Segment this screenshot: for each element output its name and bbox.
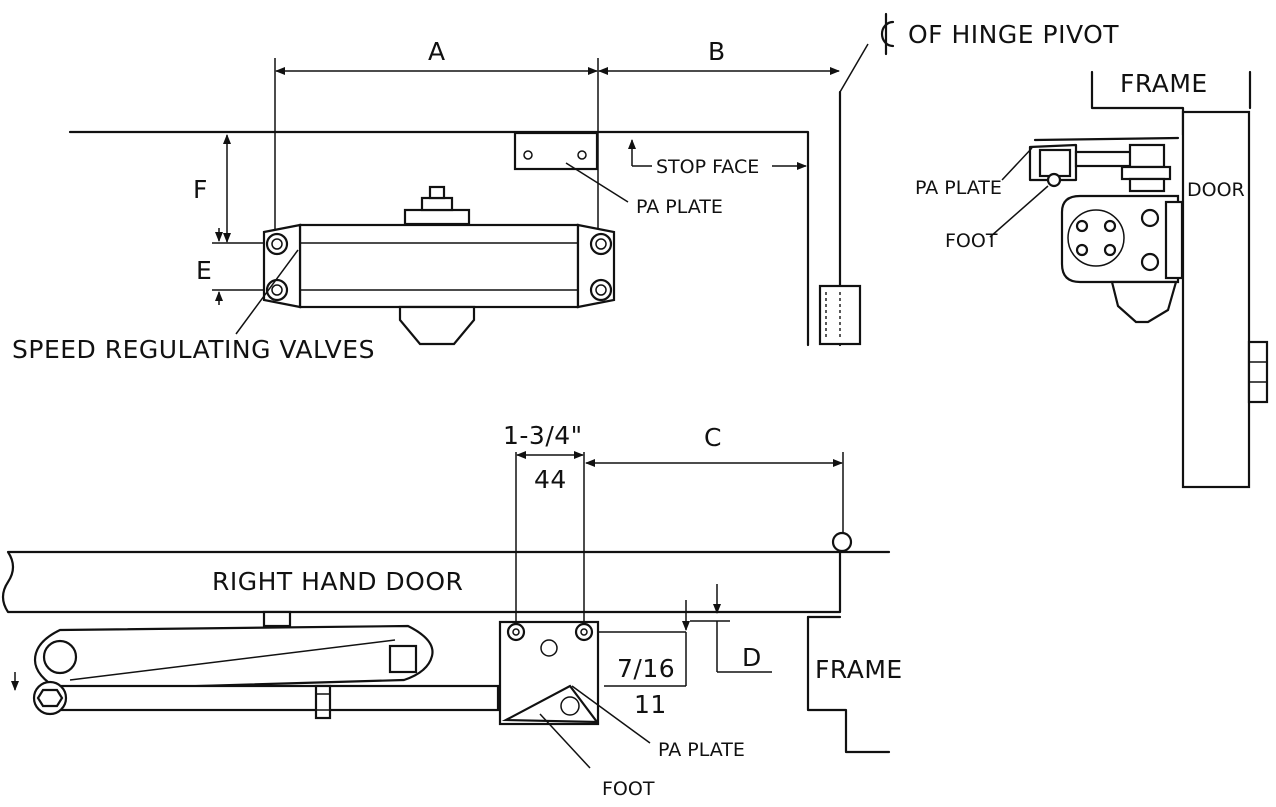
bottom-pa-plate-label: PA PLATE [658,739,745,761]
dim-mm-label: 44 [534,465,567,494]
dim-f-label: F [193,175,208,204]
door-label: RIGHT HAND DOOR [212,567,463,596]
side-view: FRAME DOOR PA PLATE FOOT [915,69,1269,489]
closer-body-top [262,185,616,346]
dim-inch-label: 1-3/4" [503,421,583,450]
top-pa-plate-label: PA PLATE [636,196,723,218]
bottom-door-slab [1,546,891,614]
top-view: A B OF HINGE PIVOT PA PLATE STOP FACE F … [12,12,1119,364]
side-foot-label: FOOT [945,230,998,252]
dim-c-label: C [704,423,722,452]
hinge-pivot-label: OF HINGE PIVOT [908,20,1119,49]
closer-arm-assembly [11,610,500,720]
dim-a-label: A [428,37,446,66]
bottom-hinge-pivot [831,531,853,553]
bottom-pa-plate-leader [571,685,651,744]
dim-b-label: B [708,37,726,66]
speed-valves-leader [235,249,299,335]
bottom-foot [501,684,600,724]
pa-plate-leader [565,162,629,203]
side-pa-plate [1028,136,1180,182]
dim-e-label: E [196,256,212,285]
bottom-frame-label: FRAME [815,655,903,684]
bottom-frame-outline [806,615,891,754]
top-frame-outline [68,130,810,347]
bottom-view: 1-3/4" 44 C RIGHT HAND DOOR FRAME D 7/16… [1,421,903,800]
side-foot-leader [989,185,1049,238]
dim-frac-mm-label: 11 [634,690,667,719]
centerline-symbol [880,12,895,56]
side-frame-label: FRAME [1120,69,1208,98]
bottom-foot-label: FOOT [602,778,655,800]
hinge-leader [839,43,869,93]
dim-frac-label: 7/16 [617,654,675,683]
stop-face-label: STOP FACE [656,156,759,178]
bottom-foot-leader [539,713,591,769]
speed-valves-label: SPEED REGULATING VALVES [12,335,375,364]
side-pa-plate-leader [1001,147,1033,181]
side-door-slab [1181,110,1251,489]
side-pa-plate-label: PA PLATE [915,177,1002,199]
side-door-label: DOOR [1187,179,1245,201]
dim-d-label: D [742,643,762,672]
